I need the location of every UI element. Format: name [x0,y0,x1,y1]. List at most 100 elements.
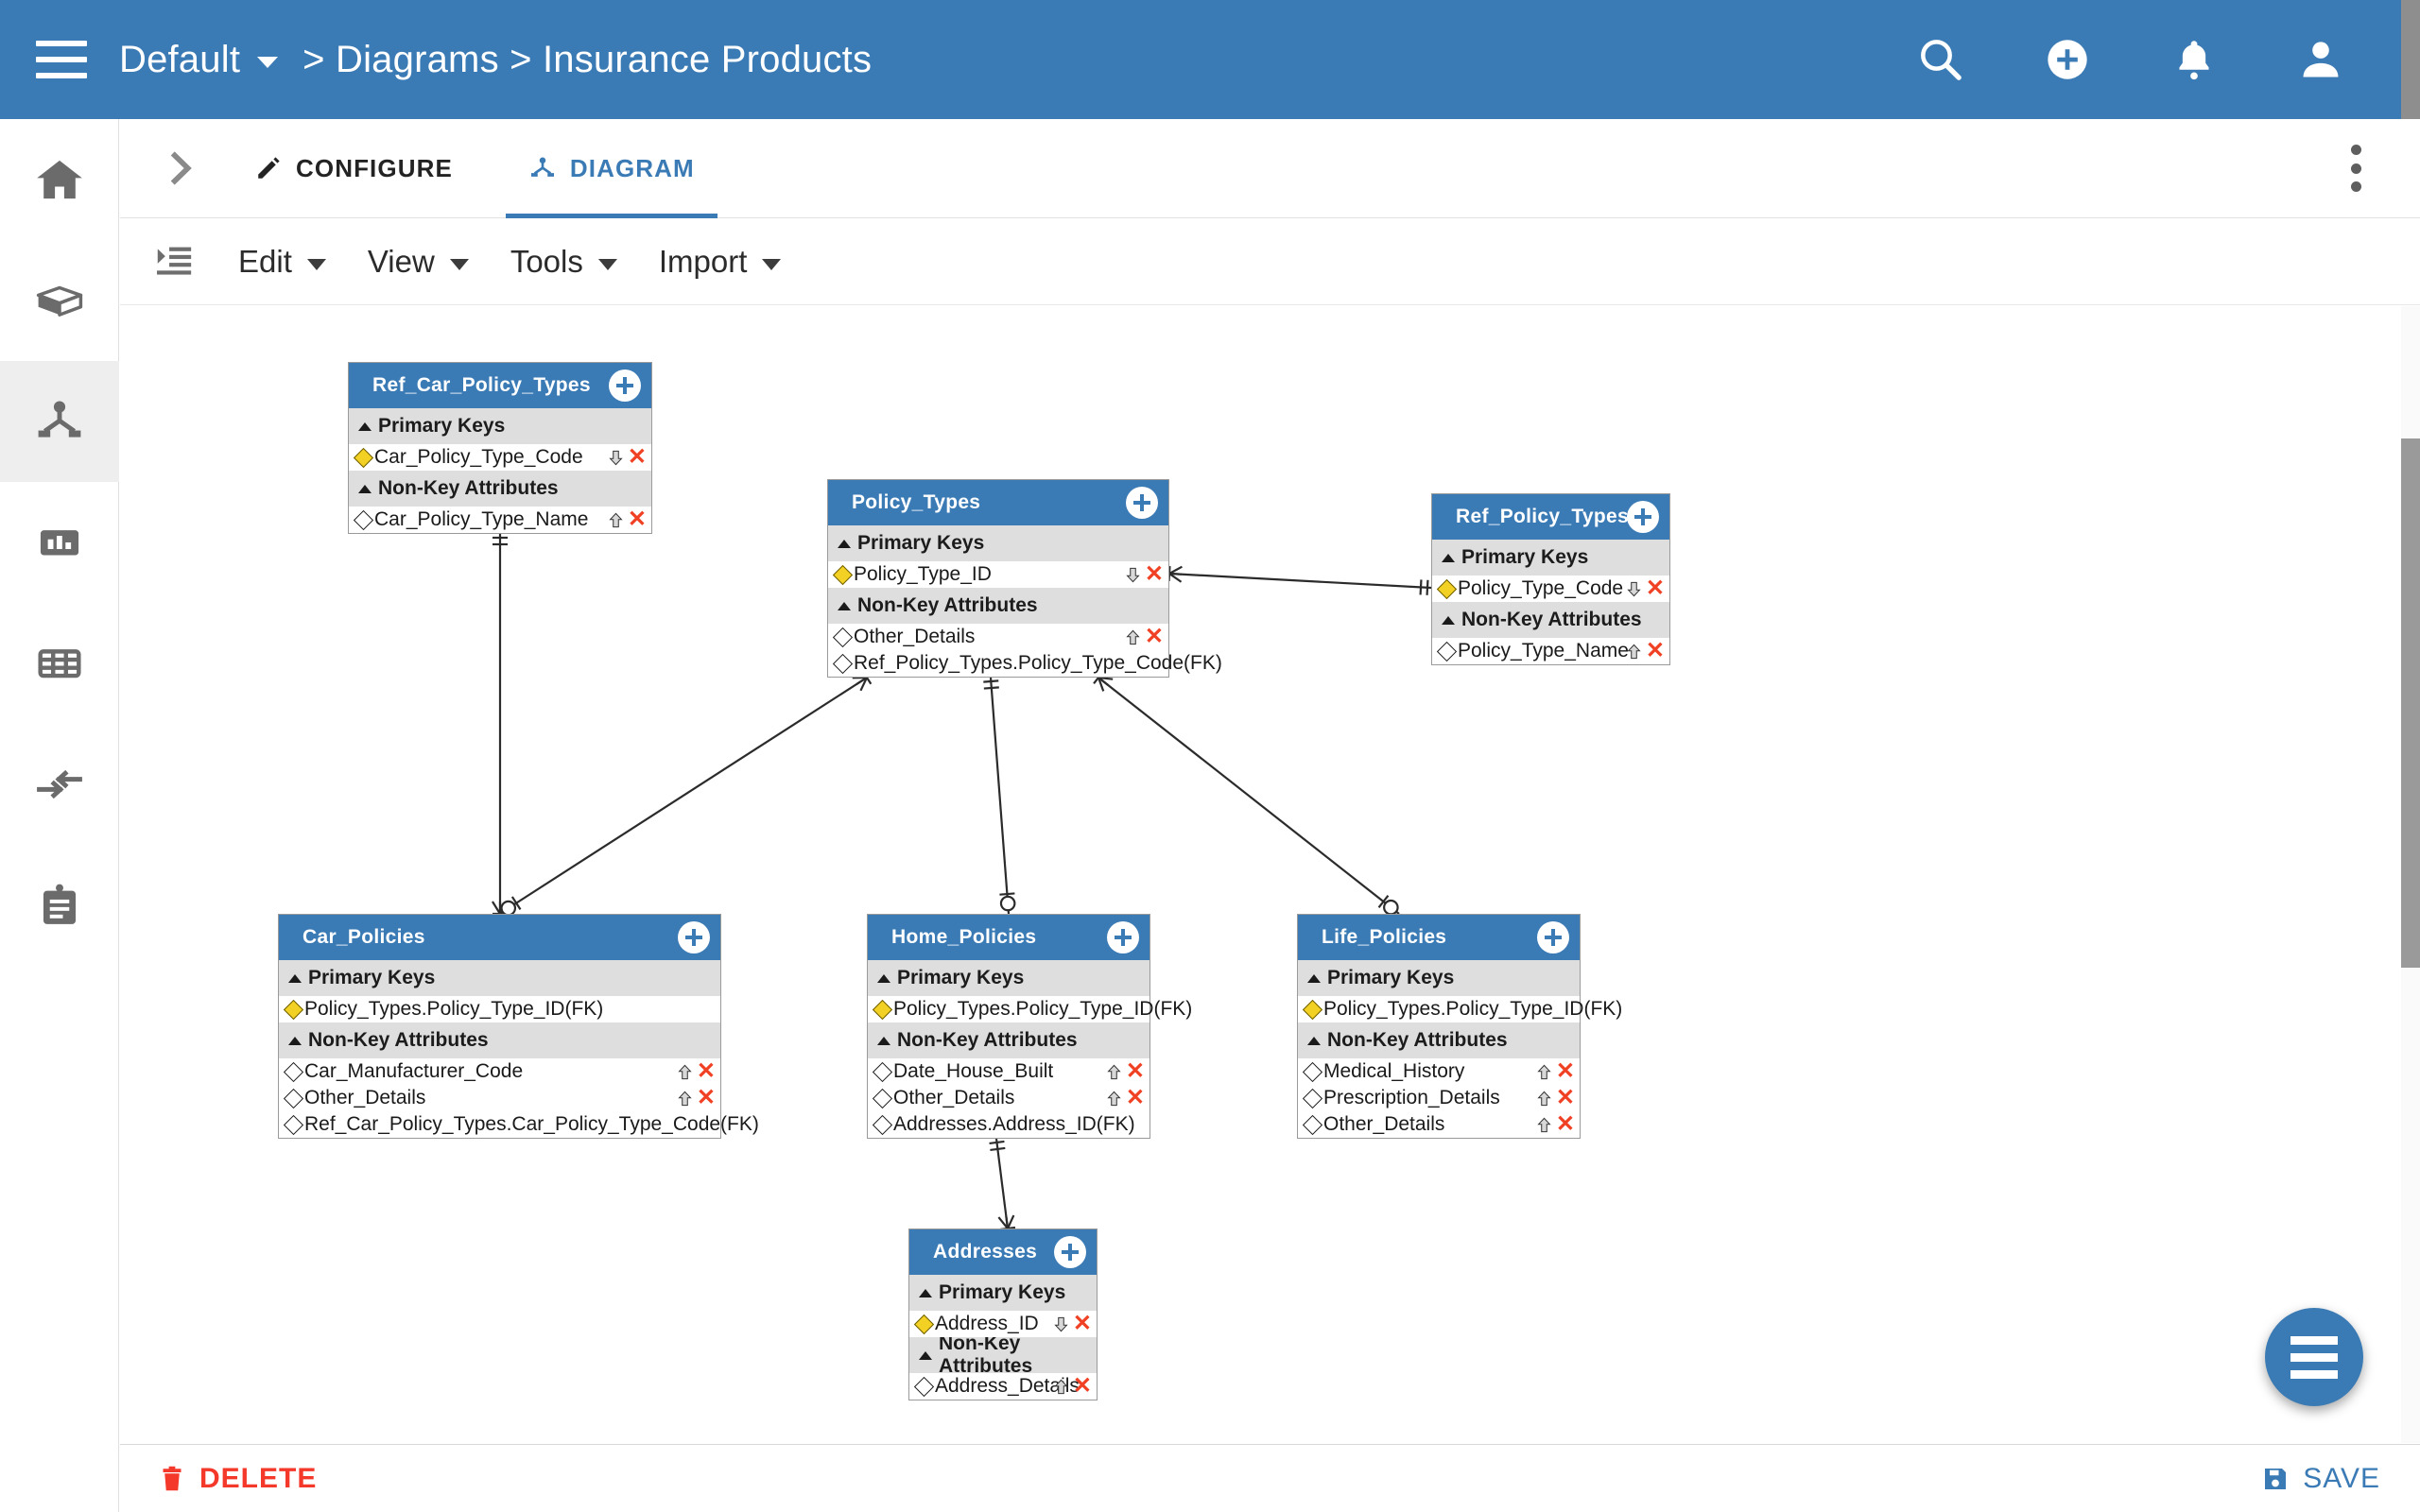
attribute-row[interactable]: Policy_Types.Policy_Type_ID(FK) [279,996,720,1022]
notifications-bell-icon[interactable] [2169,34,2220,85]
page-scrollbar-track[interactable] [2401,0,2420,119]
search-icon[interactable] [1915,34,1966,85]
workspace-selector-label[interactable]: Default [119,38,241,80]
sidebar-item-model[interactable] [0,240,119,361]
entity-header[interactable]: Car_Policies [279,915,720,960]
add-attribute-button[interactable] [1054,1236,1086,1268]
delete-attribute-icon[interactable]: ✕ [1144,624,1164,649]
sidebar-item-transform[interactable] [0,724,119,845]
attribute-row[interactable]: Car_Manufacturer_Code✕ [279,1058,720,1085]
section-primary-keys[interactable]: Primary Keys [1298,960,1580,996]
delete-attribute-icon[interactable]: ✕ [1555,1085,1575,1110]
sidebar-item-home[interactable] [0,119,119,240]
attribute-row[interactable]: Policy_Types.Policy_Type_ID(FK) [1298,996,1622,1022]
up-arrow-icon[interactable] [1535,1090,1553,1108]
menu-lines-icon[interactable] [2265,1308,2363,1406]
attribute-row[interactable]: Policy_Type_ID✕ [828,561,1168,588]
add-attribute-button[interactable] [1126,487,1158,519]
up-arrow-icon[interactable] [607,511,625,529]
sidebar-item-tables[interactable] [0,603,119,724]
entity-header[interactable]: Policy_Types [828,480,1168,525]
down-arrow-icon[interactable] [1625,580,1643,598]
kebab-menu-icon[interactable] [2337,145,2375,192]
section-non-key-attributes[interactable]: Non-Key Attributes [909,1332,1097,1377]
add-circle-icon[interactable] [2042,34,2093,85]
up-arrow-icon[interactable] [1105,1090,1123,1108]
sidebar-item-tasks[interactable] [0,845,119,966]
delete-attribute-icon[interactable]: ✕ [1125,1058,1145,1084]
chevron-down-icon[interactable] [257,57,279,68]
section-primary-keys[interactable]: Primary Keys [1432,540,1669,576]
attribute-row[interactable]: Prescription_Details✕ [1298,1085,1580,1111]
down-arrow-icon[interactable] [1052,1315,1070,1333]
tab-diagram[interactable]: DIAGRAM [506,119,717,218]
attribute-row[interactable]: Address_ID✕ [909,1311,1097,1337]
down-arrow-icon[interactable] [607,449,625,467]
account-person-icon[interactable] [2295,34,2346,85]
section-non-key-attributes[interactable]: Non-Key Attributes [828,588,1168,624]
section-non-key-attributes[interactable]: Non-Key Attributes [349,471,651,507]
delete-attribute-icon[interactable]: ✕ [1555,1111,1575,1137]
delete-attribute-icon[interactable]: ✕ [1645,638,1665,663]
attribute-row[interactable]: Ref_Policy_Types.Policy_Type_Code(FK) [828,650,1222,677]
entity-header[interactable]: Ref_Policy_Types [1432,494,1669,540]
delete-attribute-icon[interactable]: ✕ [627,444,647,470]
up-arrow-icon[interactable] [676,1063,694,1081]
up-arrow-icon[interactable] [1535,1063,1553,1081]
attribute-row[interactable]: Other_Details✕ [868,1085,1150,1111]
up-arrow-icon[interactable] [1052,1378,1070,1396]
section-non-key-attributes[interactable]: Non-Key Attributes [868,1022,1150,1058]
up-arrow-icon[interactable] [1625,643,1643,661]
delete-attribute-icon[interactable]: ✕ [1144,561,1164,587]
section-primary-keys[interactable]: Primary Keys [909,1275,1097,1311]
menu-import[interactable]: Import [659,244,782,280]
canvas-scrollbar-thumb[interactable] [2401,438,2420,968]
add-attribute-button[interactable] [678,921,710,954]
add-attribute-button[interactable] [609,369,641,402]
attribute-row[interactable]: Address_Details✕ [909,1373,1097,1400]
save-button[interactable]: SAVE [2261,1463,2380,1495]
attribute-row[interactable]: Ref_Car_Policy_Types.Car_Policy_Type_Cod… [279,1111,759,1138]
delete-attribute-icon[interactable]: ✕ [1072,1373,1092,1399]
entity-header[interactable]: Home_Policies [868,915,1150,960]
delete-attribute-icon[interactable]: ✕ [696,1085,716,1110]
delete-attribute-icon[interactable]: ✕ [627,507,647,532]
section-primary-keys[interactable]: Primary Keys [868,960,1150,996]
attribute-row[interactable]: Policy_Types.Policy_Type_ID(FK) [868,996,1192,1022]
attribute-row[interactable]: Other_Details✕ [828,624,1168,650]
attribute-row[interactable]: Policy_Type_Name✕ [1432,638,1669,664]
attribute-row[interactable]: Other_Details✕ [279,1085,720,1111]
tab-configure[interactable]: CONFIGURE [232,119,475,218]
entity-header[interactable]: Life_Policies [1298,915,1580,960]
section-non-key-attributes[interactable]: Non-Key Attributes [1432,602,1669,638]
add-attribute-button[interactable] [1537,921,1569,954]
section-primary-keys[interactable]: Primary Keys [828,525,1168,561]
up-arrow-icon[interactable] [1105,1063,1123,1081]
menu-edit[interactable]: Edit [238,244,326,280]
attribute-row[interactable]: Car_Policy_Type_Code✕ [349,444,651,471]
delete-attribute-icon[interactable]: ✕ [1555,1058,1575,1084]
delete-attribute-icon[interactable]: ✕ [1072,1311,1092,1336]
hamburger-icon[interactable] [36,41,87,78]
up-arrow-icon[interactable] [1124,628,1142,646]
section-non-key-attributes[interactable]: Non-Key Attributes [1298,1022,1580,1058]
indent-list-icon[interactable] [151,241,197,283]
up-arrow-icon[interactable] [1535,1116,1553,1134]
attribute-row[interactable]: Addresses.Address_ID(FK) [868,1111,1150,1138]
entity-header[interactable]: Addresses [909,1229,1097,1275]
delete-attribute-icon[interactable]: ✕ [1645,576,1665,601]
attribute-row[interactable]: Car_Policy_Type_Name✕ [349,507,651,533]
menu-view[interactable]: View [368,244,469,280]
section-non-key-attributes[interactable]: Non-Key Attributes [279,1022,720,1058]
chevron-right-icon[interactable] [160,147,201,189]
sidebar-item-diagram[interactable] [0,361,119,482]
add-attribute-button[interactable] [1627,501,1659,533]
